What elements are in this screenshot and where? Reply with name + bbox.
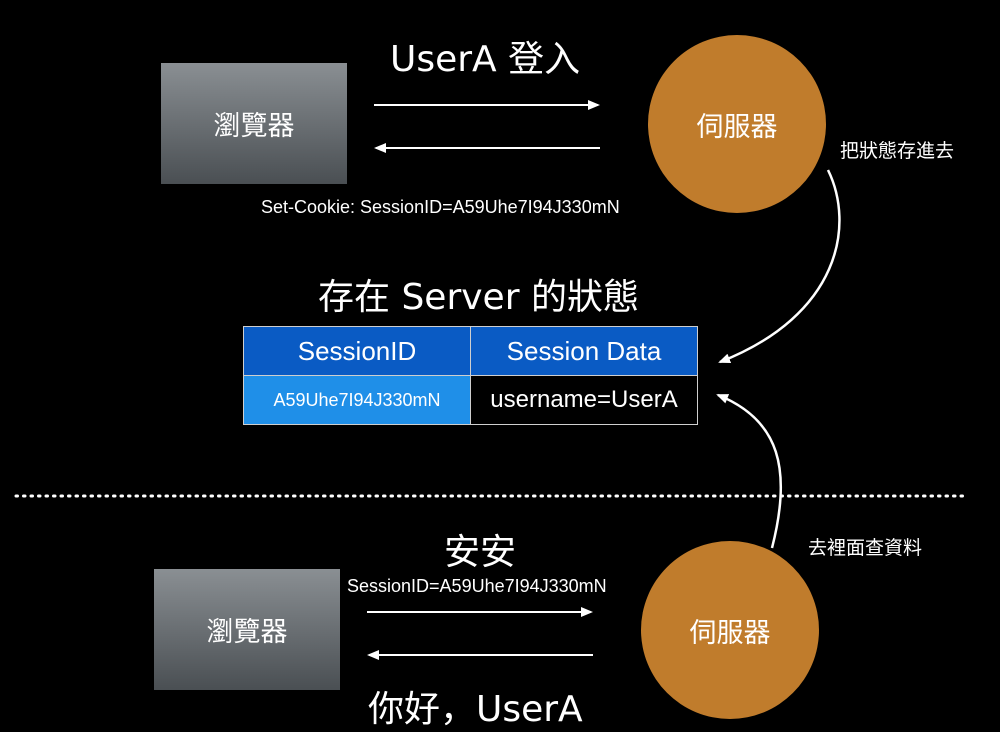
session-cookie-label: SessionID=A59Uhe7I94J330mN (347, 576, 607, 596)
save-state-note: 把狀態存進去 (840, 140, 955, 162)
lookup-arrow (716, 393, 783, 549)
greeting-title: 安安 (444, 532, 517, 573)
lookup-note: 去裡面查資料 (808, 537, 923, 559)
table-cell-sessionid: A59Uhe7I94J330mN (243, 375, 471, 425)
server-circle-top: 伺服器 (648, 35, 826, 213)
session-table: SessionID Session Data A59Uhe7I94J330mN … (243, 326, 698, 425)
set-cookie-label: Set-Cookie: SessionID=A59Uhe7I94J330mN (261, 197, 620, 217)
browser-box-bottom: 瀏覽器 (154, 569, 340, 690)
table-header-row: SessionID Session Data (243, 326, 698, 376)
server-label-bottom: 伺服器 (689, 617, 771, 649)
login-title: UserA 登入 (390, 39, 581, 80)
save-state-arrow (718, 169, 841, 364)
browser-label-top: 瀏覽器 (213, 111, 295, 142)
diagram-arrows (14, 100, 968, 660)
server-label-top: 伺服器 (696, 111, 778, 143)
server-circle-bottom: 伺服器 (641, 541, 819, 719)
browser-box-top: 瀏覽器 (161, 63, 347, 184)
browser-label-bottom: 瀏覽器 (206, 617, 288, 648)
table-header-sessionid: SessionID (243, 326, 471, 376)
table-row: A59Uhe7I94J330mN username=UserA (243, 375, 698, 425)
store-title: 存在 Server 的狀態 (318, 277, 639, 318)
table-cell-sessiondata: username=UserA (470, 375, 698, 425)
table-header-sessiondata: Session Data (470, 326, 698, 376)
